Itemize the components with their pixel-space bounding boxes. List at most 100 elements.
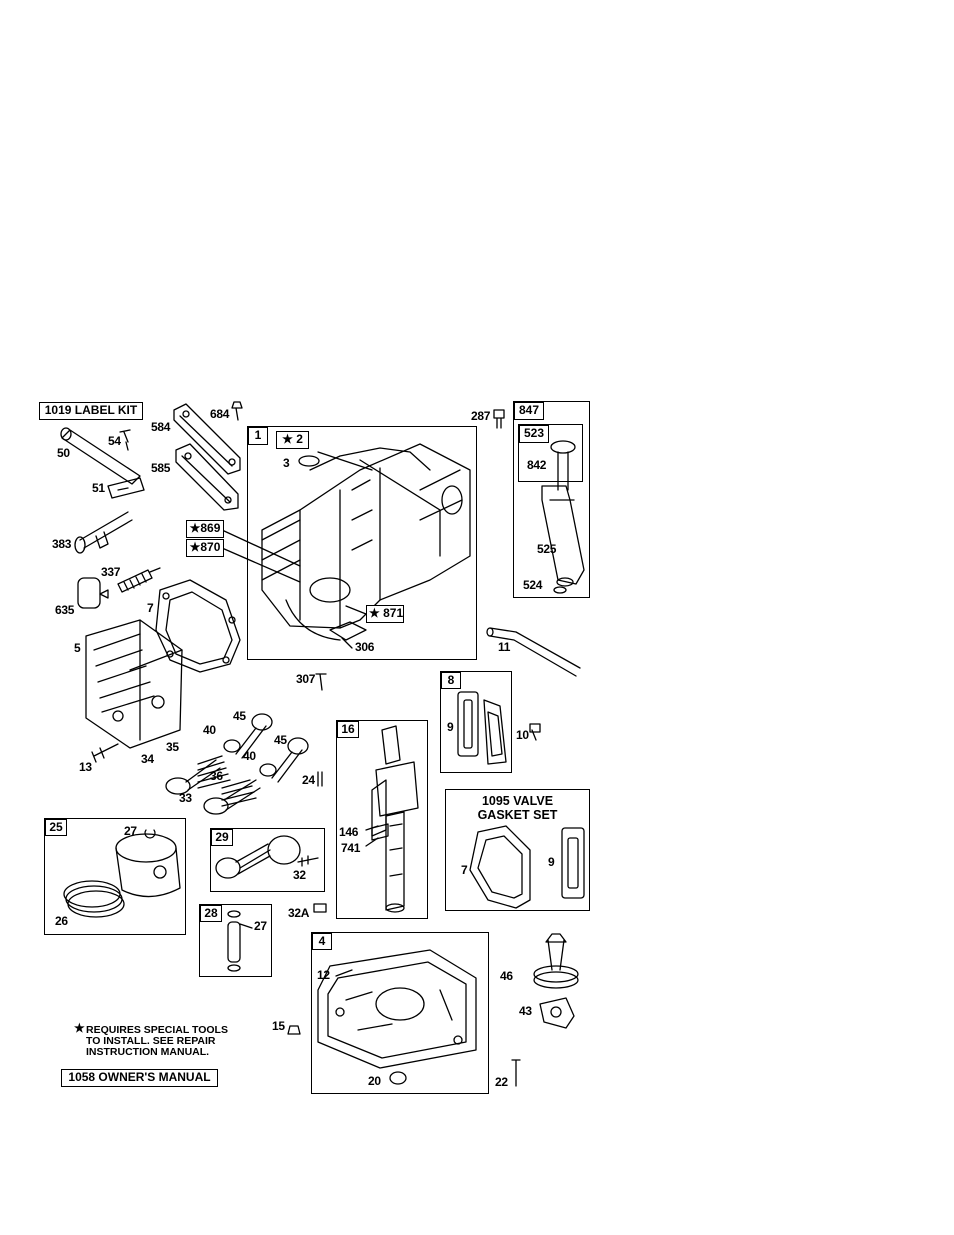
part-label-27b: 27	[254, 919, 267, 933]
piston-pin-part	[227, 910, 241, 972]
governor-part	[539, 997, 575, 1029]
part-label-13: 13	[79, 760, 92, 774]
part-label-307: 307	[296, 672, 316, 686]
spark-plug-cap-part	[77, 577, 109, 609]
part-label-584: 584	[151, 420, 171, 434]
part-label-383: 383	[52, 537, 72, 551]
screw-part-307	[315, 673, 327, 691]
part-label-32a: 32A	[288, 906, 310, 920]
part-label-7a: 7	[147, 601, 154, 615]
retainer-part-40b	[259, 763, 277, 777]
part-label-15: 15	[272, 1019, 285, 1033]
seal-part-20	[389, 1071, 407, 1085]
retainer-part-40a	[223, 739, 241, 753]
box-tag-16: 16	[337, 721, 359, 738]
special-tools-note-line1: REQUIRES SPECIAL TOOLS	[86, 1024, 228, 1036]
box-1-cylinder-assembly	[247, 426, 477, 660]
valve-part-45a	[235, 713, 273, 759]
part-label-24: 24	[302, 773, 315, 787]
box-tag-871: ★ 871	[366, 605, 404, 623]
part-label-20: 20	[368, 1074, 381, 1088]
valve-gasket-set-title-line1: 1095 VALVE	[481, 794, 554, 808]
box-523-dipstick	[518, 424, 583, 482]
piston-pin-lock-part	[144, 829, 156, 839]
special-tools-note-line2: TO INSTALL. SEE REPAIR	[86, 1035, 216, 1047]
oil-seal-part-3	[298, 455, 320, 467]
bolt-part-22	[511, 1059, 521, 1087]
leader-line-870	[221, 547, 301, 583]
bolt-part-13	[91, 743, 119, 763]
special-tools-note-line3: INSTRUCTION MANUAL.	[86, 1046, 210, 1058]
rod-bolt-part-32	[297, 855, 319, 867]
part-label-34: 34	[141, 752, 154, 766]
head-gasket-part	[155, 579, 241, 673]
oil-fill-tube-part	[541, 485, 585, 587]
part-label-54: 54	[108, 434, 121, 448]
leader-line-146	[365, 825, 379, 831]
part-label-35: 35	[166, 740, 179, 754]
part-label-635: 635	[55, 603, 75, 617]
connecting-rod-part	[215, 835, 301, 879]
plug-part-287	[493, 409, 505, 429]
leader-line-306	[341, 637, 353, 649]
part-label-524: 524	[523, 578, 543, 592]
valve-cover-gasket-584	[173, 403, 241, 475]
part-label-842: 842	[527, 458, 547, 472]
box-29-connecting-rod	[210, 828, 325, 892]
spring-part-35	[197, 755, 231, 789]
o-ring-part-524	[553, 586, 567, 594]
piston-rings-part	[63, 880, 125, 918]
part-label-33: 33	[179, 791, 192, 805]
screw-part-32a	[313, 903, 327, 913]
valve-part-45b	[271, 737, 309, 783]
part-label-585: 585	[151, 461, 171, 475]
part-label-3: 3	[283, 456, 290, 470]
plate-part-306	[329, 621, 367, 641]
cylinder-head-part	[85, 619, 183, 749]
part-label-9b: 9	[548, 855, 555, 869]
breather-gasket-part	[457, 691, 507, 765]
part-label-40a: 40	[203, 723, 216, 737]
part-label-12: 12	[317, 968, 330, 982]
box-8-breather	[440, 671, 512, 773]
leader-line-3	[317, 451, 373, 471]
part-label-45a: 45	[233, 709, 246, 723]
part-label-27a: 27	[124, 824, 137, 838]
box-tag-8: 8	[441, 672, 461, 689]
box-tag-4: 4	[312, 933, 332, 950]
leader-line-869	[221, 529, 301, 567]
pin-part-24	[317, 771, 323, 787]
part-label-46: 46	[500, 969, 513, 983]
valve-gasket-set-title-line2: GASKET SET	[477, 808, 558, 822]
leader-line-12	[335, 969, 353, 977]
special-tools-star: ★	[74, 1021, 85, 1035]
part-label-11: 11	[498, 640, 511, 654]
part-label-525: 525	[537, 542, 557, 556]
crankshaft-part	[371, 725, 419, 913]
leader-line-27b	[239, 923, 253, 929]
part-label-22: 22	[495, 1075, 508, 1089]
box-tag-2: ★ 2	[276, 431, 309, 449]
hose-part-11	[486, 627, 581, 677]
box-25-piston	[44, 818, 186, 935]
part-label-337: 337	[101, 565, 121, 579]
box-tag-523: 523	[519, 425, 549, 443]
part-label-5: 5	[74, 641, 81, 655]
part-label-287: 287	[471, 409, 491, 423]
piston-part	[115, 833, 181, 898]
breather-gasket-part-9b	[561, 827, 585, 899]
box-tag-869: ★869	[186, 520, 224, 538]
box-tag-847: 847	[514, 402, 544, 420]
screw-part-684	[231, 401, 243, 421]
box-847-oil-fill-assembly	[513, 401, 590, 598]
label-kit-tag: 1019 LABEL KIT	[39, 402, 143, 420]
spark-plug-part	[117, 567, 161, 593]
part-label-9a: 9	[447, 720, 454, 734]
plug-part-15	[287, 1025, 301, 1035]
part-label-10: 10	[516, 728, 529, 742]
part-label-146: 146	[339, 825, 359, 839]
clip-part-51	[107, 477, 145, 499]
box-tag-29: 29	[211, 829, 233, 846]
box-tag-1: 1	[248, 427, 268, 445]
